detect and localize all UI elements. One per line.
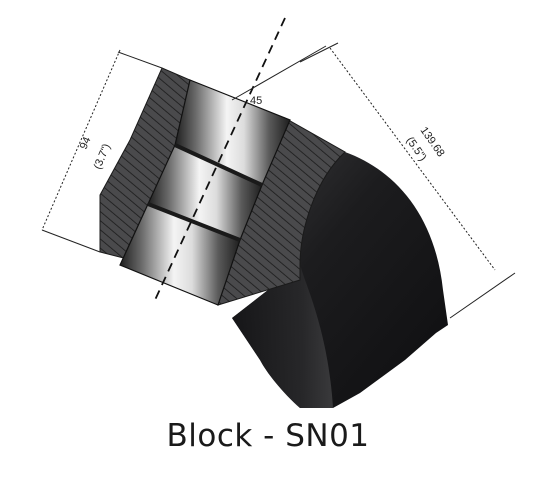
block-caption: Block - SN01 bbox=[166, 418, 370, 454]
height-inches: (3.7") bbox=[92, 142, 113, 171]
right-hatched-section bbox=[217, 117, 346, 306]
angle-reference-line bbox=[231, 45, 327, 101]
angle-label: 45 bbox=[250, 95, 262, 107]
height-value: 94 bbox=[78, 135, 94, 151]
carbide-inserts bbox=[119, 79, 291, 306]
center-axis-line bbox=[154, 17, 286, 301]
block-tip bbox=[232, 265, 333, 408]
